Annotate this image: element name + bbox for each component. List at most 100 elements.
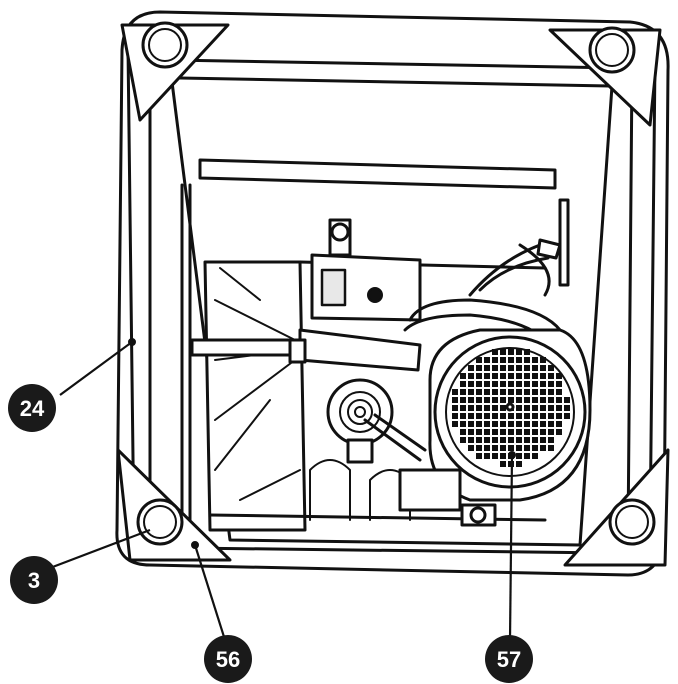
grille-cell: [556, 389, 562, 395]
grille-cell: [460, 397, 466, 403]
grille-cell: [484, 453, 490, 459]
grille-cell: [548, 405, 554, 411]
grille-cell: [492, 421, 498, 427]
grille-cell: [468, 381, 474, 387]
grille-cell: [476, 373, 482, 379]
grille-cell: [540, 413, 546, 419]
callout-57: 57: [485, 635, 533, 683]
grille-cell: [500, 445, 506, 451]
grille-cell: [516, 413, 522, 419]
grille-cell: [452, 413, 458, 419]
grille-cell: [532, 437, 538, 443]
grille-cell: [516, 397, 522, 403]
grille-cell: [516, 429, 522, 435]
grille-cell: [484, 437, 490, 443]
grille-cell: [556, 381, 562, 387]
grille-cell: [524, 429, 530, 435]
grille-cell: [484, 429, 490, 435]
grille-cell: [516, 461, 522, 467]
grille-cell: [452, 397, 458, 403]
grille-cell: [508, 421, 514, 427]
grille-cell: [516, 421, 522, 427]
grille-cell: [556, 421, 562, 427]
grille-cell: [516, 445, 522, 451]
grille-cell: [524, 349, 530, 355]
grille-cell: [460, 389, 466, 395]
grille-cell: [532, 397, 538, 403]
grille-cell: [524, 357, 530, 363]
grille-cell: [492, 453, 498, 459]
corner-feet: [116, 21, 670, 567]
grille-cell: [532, 413, 538, 419]
grille-cell: [508, 429, 514, 435]
callout-3: 3: [10, 556, 58, 604]
grille-cell: [492, 397, 498, 403]
leader-57: [508, 454, 514, 641]
grille-cell: [476, 389, 482, 395]
grille-cell: [468, 429, 474, 435]
grille-cell: [540, 389, 546, 395]
grille-cell: [468, 389, 474, 395]
grille-cell: [460, 373, 466, 379]
grille-cell: [524, 421, 530, 427]
grille-cell: [476, 381, 482, 387]
grille-cell: [492, 381, 498, 387]
grille-cell: [532, 445, 538, 451]
grille-cell: [532, 405, 538, 411]
grille-cell: [516, 365, 522, 371]
grille-cell: [500, 373, 506, 379]
grille-cell: [548, 421, 554, 427]
grille-cell: [468, 405, 474, 411]
grille-cell: [492, 373, 498, 379]
grille-cell: [500, 413, 506, 419]
grille-cell: [524, 453, 530, 459]
grille-cell: [492, 349, 498, 355]
grille-cell: [492, 365, 498, 371]
grille-cell: [460, 421, 466, 427]
grille-cell: [468, 421, 474, 427]
grille-cell: [500, 357, 506, 363]
grille-cell: [516, 349, 522, 355]
grille-cell: [516, 405, 522, 411]
grille-cell: [492, 429, 498, 435]
svg-text:24: 24: [20, 396, 45, 421]
grille-cell: [556, 413, 562, 419]
grille-cell: [556, 397, 562, 403]
grille-cell: [540, 373, 546, 379]
motor: [398, 328, 592, 527]
grille-cell: [460, 429, 466, 435]
grille-cell: [532, 429, 538, 435]
grille-cell: [540, 357, 546, 363]
leader-3: [49, 528, 151, 570]
grille-cell: [540, 381, 546, 387]
grille-cell: [492, 405, 498, 411]
grille-cell: [516, 357, 522, 363]
grille-cell: [508, 445, 514, 451]
grille-cell: [484, 389, 490, 395]
grille-cell: [508, 397, 514, 403]
grille-cell: [564, 397, 570, 403]
grille-cell: [500, 389, 506, 395]
grille-cell: [540, 397, 546, 403]
arbor-assembly: [190, 218, 427, 464]
grille-cell: [548, 437, 554, 443]
grille-cell: [524, 381, 530, 387]
grille-cell: [532, 373, 538, 379]
grille-cell: [500, 397, 506, 403]
grille-cell: [508, 437, 514, 443]
grille-cell: [460, 381, 466, 387]
grille-cell: [452, 405, 458, 411]
grille-cell: [476, 437, 482, 443]
grille-cell: [500, 365, 506, 371]
grille-cell: [564, 405, 570, 411]
grille-cell: [532, 365, 538, 371]
grille-cell: [484, 397, 490, 403]
grille-cell: [500, 429, 506, 435]
grille-cell: [492, 445, 498, 451]
grille-cell: [500, 405, 506, 411]
grille-cell: [500, 453, 506, 459]
grille-cell: [460, 405, 466, 411]
grille-cell: [460, 437, 466, 443]
